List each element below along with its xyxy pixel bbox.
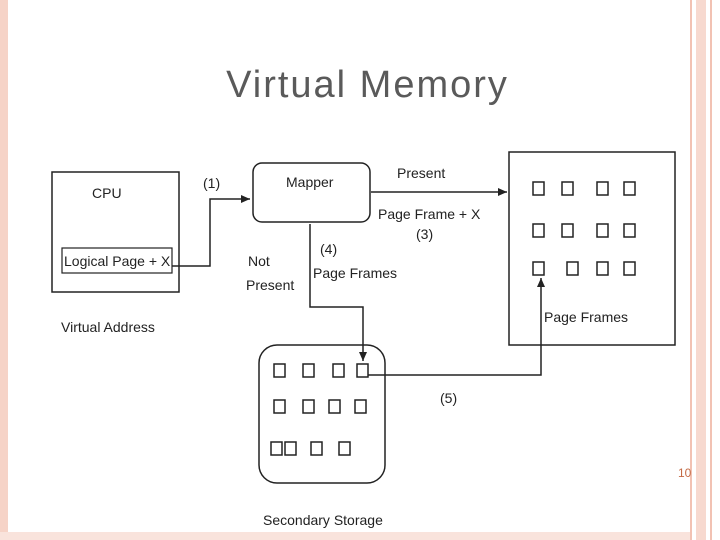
slide-border-right-line xyxy=(690,0,692,540)
logical-page-field xyxy=(61,247,173,274)
storage-slot xyxy=(354,399,367,414)
page-frame-slots xyxy=(532,181,636,276)
logical-page-label: Logical Page + X xyxy=(64,253,171,269)
secondary-storage-box xyxy=(258,344,386,484)
frame-slot xyxy=(561,181,574,196)
virtual-address-caption: Virtual Address xyxy=(61,319,155,335)
slide-border-left xyxy=(0,0,8,540)
slide-number: 10 xyxy=(678,466,692,480)
frame-slot xyxy=(561,223,574,238)
storage-slots xyxy=(270,363,369,456)
slide-border-right-band xyxy=(696,0,706,540)
edge-5-arrow xyxy=(368,278,545,376)
storage-slot xyxy=(332,363,345,378)
slide-border-right-line-outer xyxy=(710,0,712,540)
edge-1-arrow xyxy=(172,195,250,267)
mapper-box xyxy=(252,162,371,223)
storage-slot xyxy=(356,363,369,378)
frame-slot xyxy=(623,223,636,238)
frame-slot xyxy=(596,223,609,238)
secondary-storage-caption: Secondary Storage xyxy=(263,512,383,528)
storage-slot xyxy=(310,441,323,456)
slide-border-bottom xyxy=(0,532,690,540)
edge-1-label: (1) xyxy=(203,175,220,191)
present-label: Present xyxy=(397,165,445,181)
page-frames-caption: Page Frames xyxy=(544,309,628,325)
not-label: Not xyxy=(248,253,270,269)
page-frames-edge-label: Page Frames xyxy=(313,265,397,281)
storage-slot xyxy=(328,399,341,414)
frame-slot xyxy=(532,223,545,238)
frame-slot xyxy=(566,261,579,276)
cpu-box xyxy=(51,171,180,293)
storage-slot xyxy=(284,441,297,456)
slide-title: Virtual Memory xyxy=(226,64,509,106)
storage-slot xyxy=(273,363,286,378)
frame-slot xyxy=(532,181,545,196)
storage-slot xyxy=(302,399,315,414)
frame-slot xyxy=(596,261,609,276)
edge-4-arrow xyxy=(309,224,367,361)
frame-slot xyxy=(623,261,636,276)
page-frames-box xyxy=(508,151,676,346)
cpu-label: CPU xyxy=(92,185,122,201)
storage-slot xyxy=(302,363,315,378)
mapper-label: Mapper xyxy=(286,174,334,190)
frame-slot xyxy=(532,261,545,276)
storage-slot xyxy=(338,441,351,456)
frame-slot xyxy=(623,181,636,196)
not-present-label: Present xyxy=(246,277,294,293)
storage-slot xyxy=(273,399,286,414)
storage-slot xyxy=(270,441,283,456)
edge-4-label: (4) xyxy=(320,241,337,257)
edge-3-label: (3) xyxy=(416,226,433,242)
page-frame-x-label: Page Frame + X xyxy=(378,206,481,222)
edge-5-label: (5) xyxy=(440,390,457,406)
frame-slot xyxy=(596,181,609,196)
